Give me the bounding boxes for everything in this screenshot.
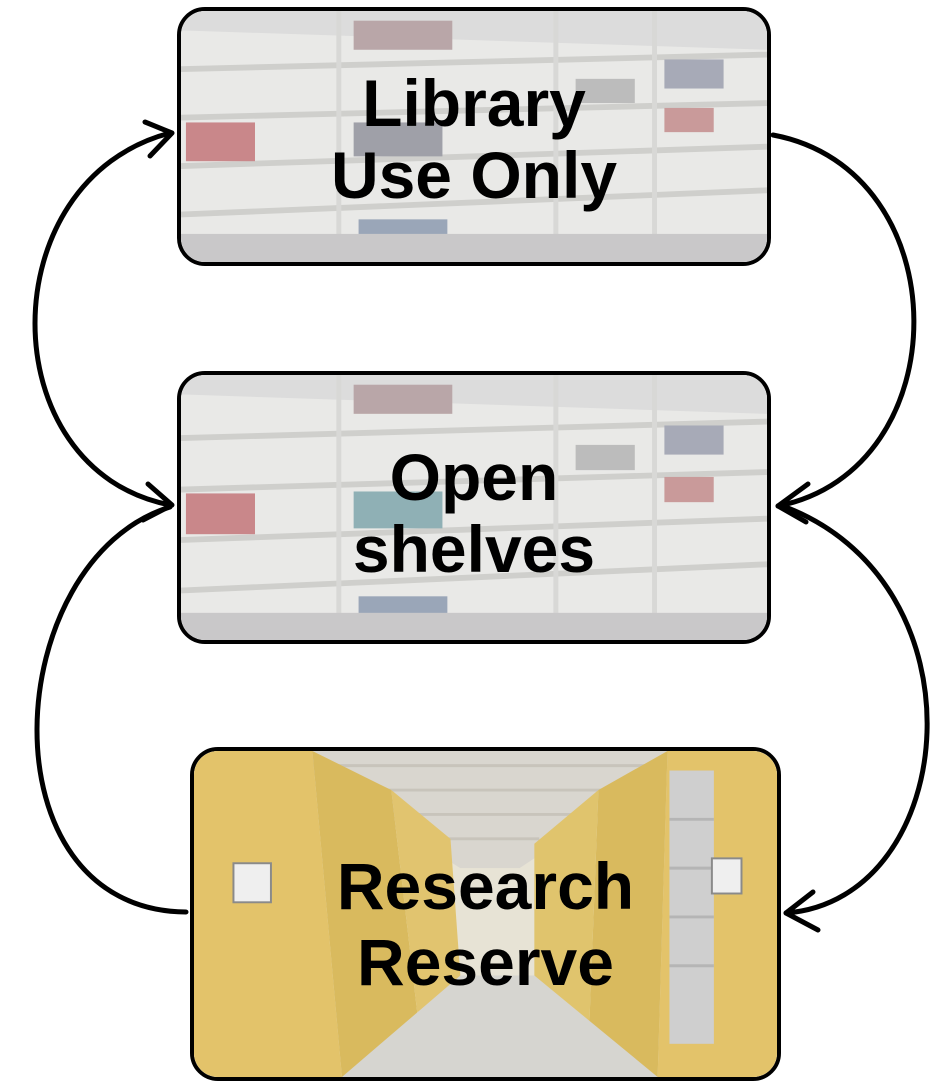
arrow-research-open-left [34, 504, 189, 915]
arrowhead-open-right-icon [775, 481, 811, 525]
open-label-line1: Open [389, 439, 559, 514]
library-label-line1: Library [362, 65, 586, 140]
arrowhead-research-icon [783, 889, 821, 933]
bookshelf-photo [181, 375, 767, 640]
arrowhead-library-icon [142, 119, 175, 159]
open-shelves-box: Open shelves [177, 371, 771, 644]
open-shelves-label: Open shelves [181, 375, 767, 640]
open-label-line2: shelves [352, 511, 596, 586]
arrow-library-open-right [770, 132, 917, 509]
research-reserve-label: Research Reserve [194, 751, 777, 1077]
research-label-line2: Reserve [357, 925, 614, 999]
research-label-line1: Research [336, 849, 635, 923]
compact-shelving-photo [194, 751, 777, 1077]
research-reserve-box: Research Reserve [190, 747, 781, 1081]
arrowhead-open-left-icon [140, 481, 175, 523]
arrow-library-open-left [32, 130, 173, 508]
library-use-only-label: Library Use Only [181, 11, 767, 262]
arrow-open-research-right [777, 502, 930, 916]
library-use-only-box: Library Use Only [177, 7, 771, 266]
bookshelf-photo [181, 11, 767, 262]
library-label-line2: Use Only [330, 137, 618, 212]
